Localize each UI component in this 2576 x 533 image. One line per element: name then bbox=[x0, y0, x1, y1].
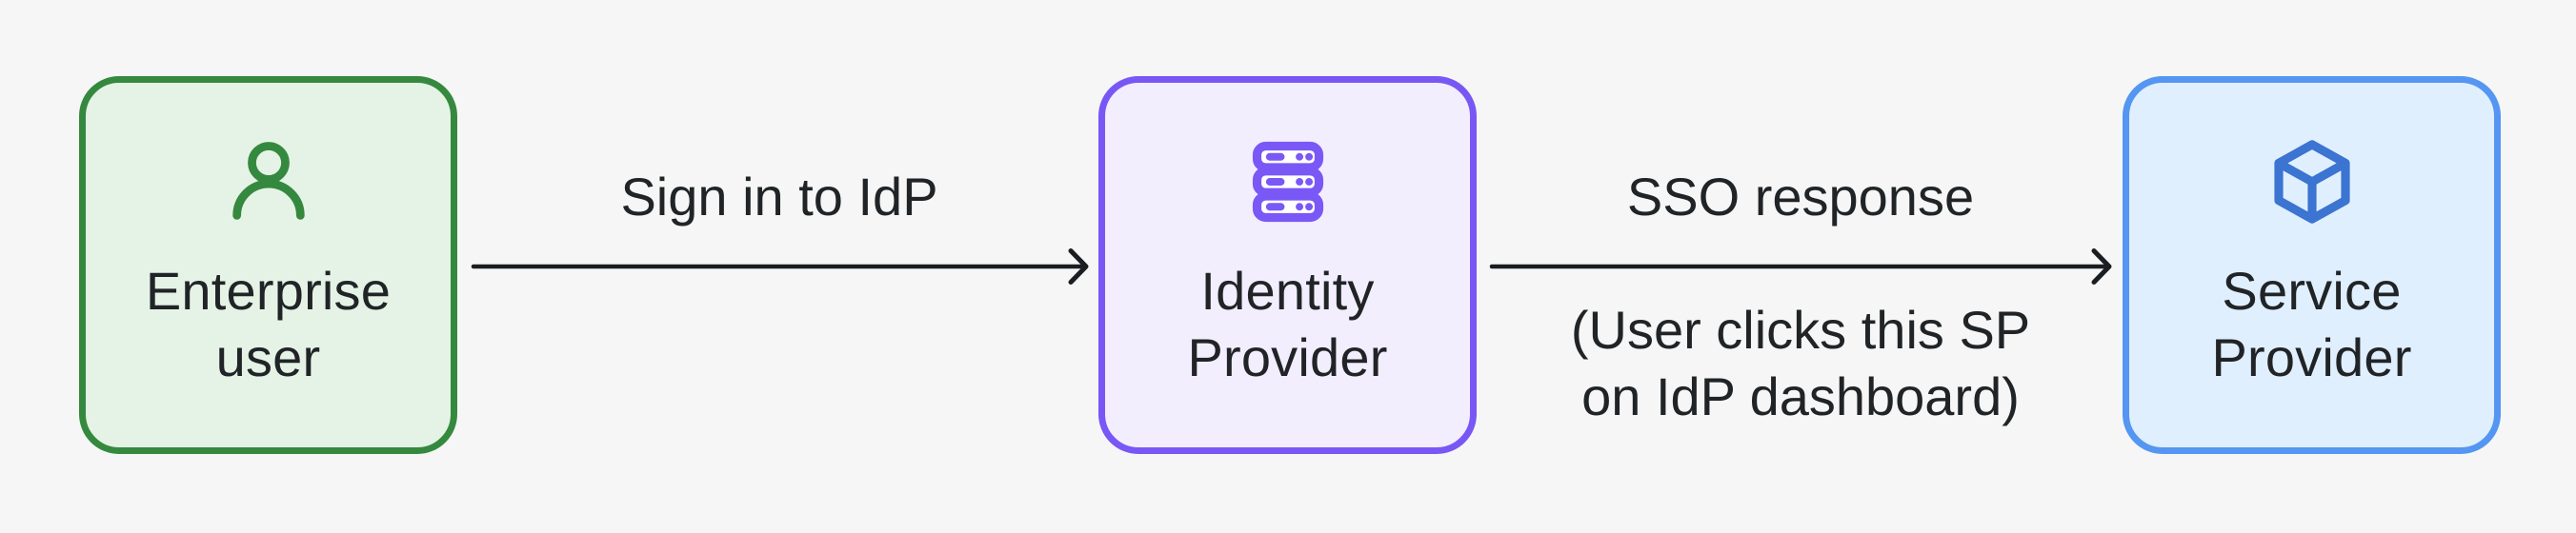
node-label-enterprise-user: Enterprise user bbox=[145, 261, 392, 387]
node-enterprise-user: Enterprise user bbox=[79, 76, 457, 454]
user-icon bbox=[221, 134, 316, 229]
server-icon bbox=[1240, 134, 1336, 229]
node-label-service-provider: Service Provider bbox=[2211, 261, 2412, 387]
edge-sublabel-sso-response: (User clicks this SP on IdP dashboard) bbox=[1571, 297, 2030, 430]
node-identity-provider: Identity Provider bbox=[1098, 76, 1477, 454]
node-service-provider: Service Provider bbox=[2123, 76, 2501, 454]
cube-icon bbox=[2264, 134, 2360, 229]
node-label-identity-provider: Identity Provider bbox=[1187, 261, 1388, 387]
edge-sublabel-line-2: on IdP dashboard) bbox=[1581, 366, 2020, 426]
arrow-sso-response bbox=[1489, 248, 2112, 285]
arrow-signin-to-idp bbox=[471, 248, 1089, 285]
edge-label-sso-response: SSO response bbox=[1626, 167, 1975, 227]
edge-label-sign-in-to-idp: Sign in to IdP bbox=[620, 167, 938, 227]
edge-sublabel-line-1: (User clicks this SP bbox=[1570, 300, 2031, 360]
